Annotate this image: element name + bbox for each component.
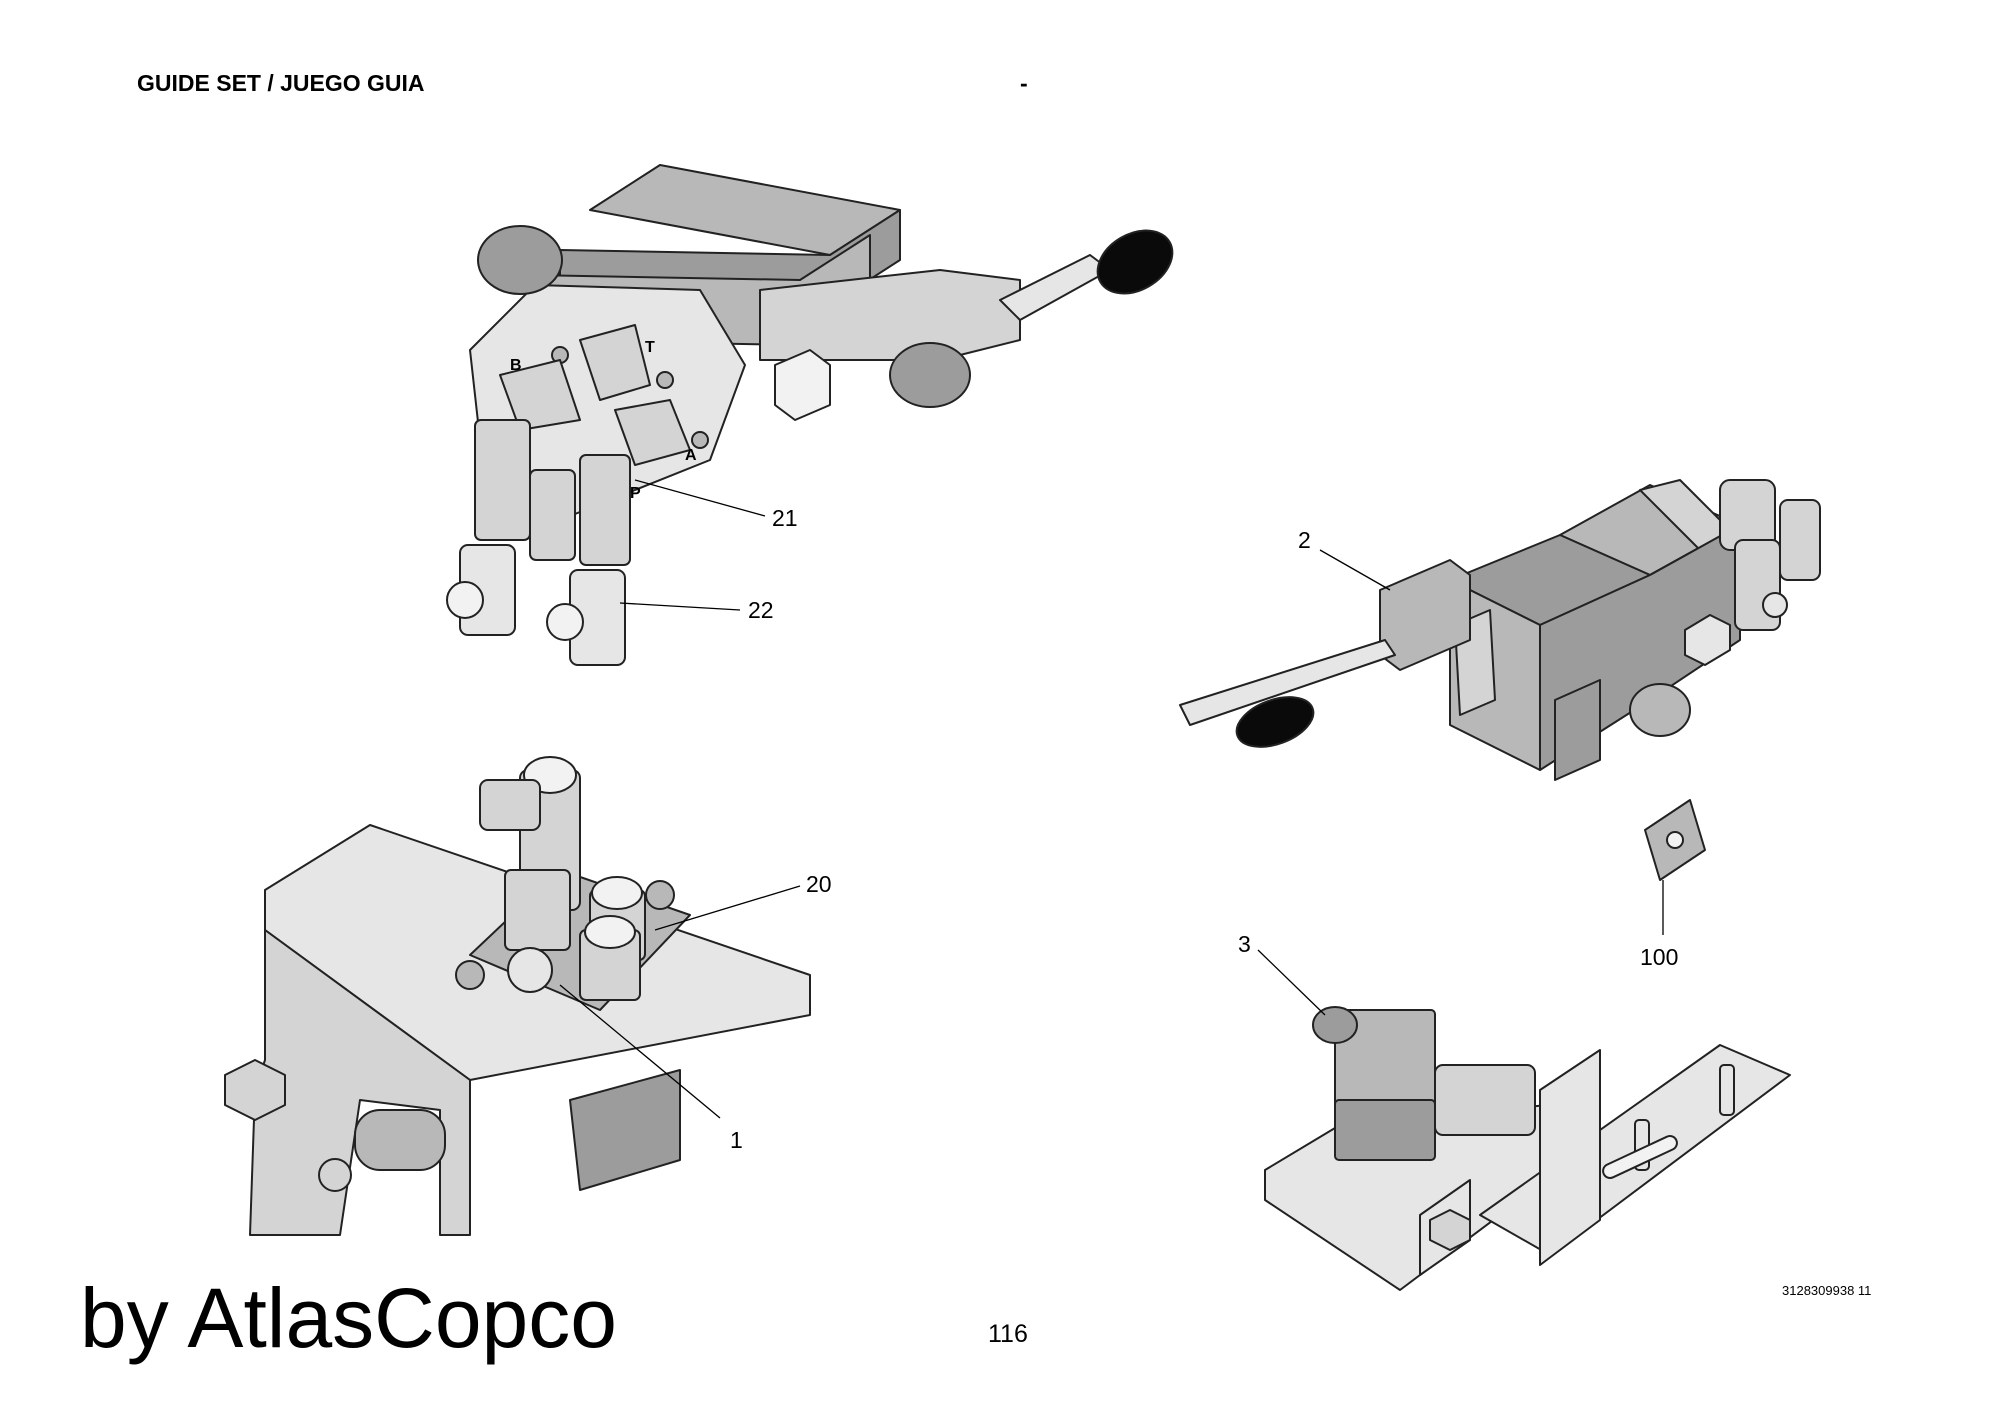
leader-line-21 xyxy=(634,479,766,517)
callout-100: 100 xyxy=(1640,944,1678,970)
leader-line-22 xyxy=(619,602,741,611)
bracket-assembly-bottom-left xyxy=(224,756,811,1236)
leader-line-20 xyxy=(654,885,801,931)
callout-1: 1 xyxy=(730,1127,743,1153)
leader-line-2 xyxy=(1319,549,1391,591)
decal-plate-100 xyxy=(1644,799,1706,881)
port-label-t: T xyxy=(645,339,655,356)
port-label-a: A xyxy=(685,447,697,464)
bracket-assembly-bottom-right xyxy=(1264,1006,1791,1291)
callout-3: 3 xyxy=(1238,931,1251,957)
callout-2: 2 xyxy=(1298,527,1311,553)
drawing-part-number: 3128309938 11 xyxy=(1782,1283,1872,1298)
header-separator: - xyxy=(1020,70,1028,96)
callout-22: 22 xyxy=(748,597,774,623)
callout-20: 20 xyxy=(806,871,832,897)
port-label-b: B xyxy=(510,357,522,374)
page-number: 116 xyxy=(988,1320,1028,1348)
valve-assembly-right xyxy=(1179,479,1821,781)
leader-line-3 xyxy=(1257,949,1326,1016)
leader-line-1 xyxy=(559,984,721,1119)
callout-21: 21 xyxy=(772,505,798,531)
valve-assembly-top-left xyxy=(446,164,1174,666)
port-label-p: P xyxy=(630,485,641,502)
page-title: GUIDE SET / JUEGO GUIA xyxy=(137,70,425,96)
brand-watermark: by AtlasCopco xyxy=(80,1271,617,1365)
